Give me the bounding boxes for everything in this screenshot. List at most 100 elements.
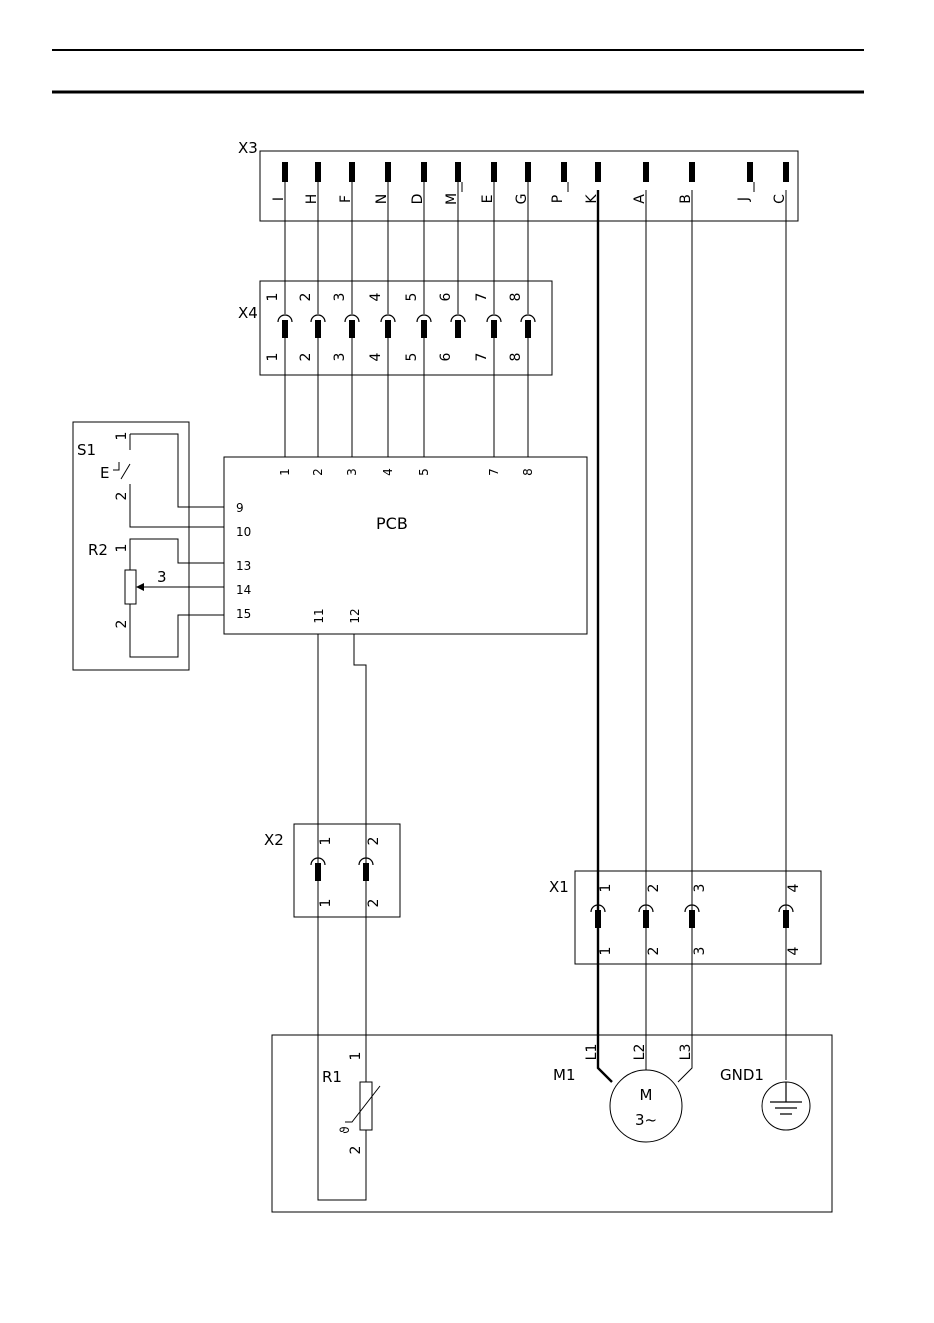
x4-pin-top-7: 7 [474, 293, 490, 302]
x4-pin-bottom-7: 7 [474, 353, 490, 362]
m1-motor-circle [610, 1070, 682, 1142]
connector-x2: X2 1 1 2 2 [264, 824, 400, 917]
x3-pin-k [595, 162, 601, 182]
x3-pin-label-p: P [550, 195, 566, 203]
r2-pin2: 2 [114, 620, 130, 629]
x4-pin-top-5: 5 [404, 293, 420, 302]
pcb-pin-8: 8 [521, 468, 535, 476]
x3-pin-j [747, 162, 753, 182]
pcb-pin-4: 4 [381, 468, 395, 476]
x2-1-pin [315, 863, 321, 881]
x1-4-pin [783, 910, 789, 928]
pcb-pin-9: 9 [236, 501, 244, 515]
x1-pin-bottom-1: 1 [598, 947, 614, 956]
x4-pin-bottom-6: 6 [438, 352, 454, 361]
x3-label: X3 [238, 139, 258, 157]
x4-7-pin [491, 320, 497, 338]
r2-resistor-body [125, 570, 136, 604]
x2-pin-bottom-1: 1 [318, 899, 334, 908]
x4-1-pin [282, 320, 288, 338]
x1-pin-top-1: 1 [598, 884, 614, 893]
x4-pin-bottom-2: 2 [298, 353, 314, 362]
x4-pin-bottom-5: 5 [404, 353, 420, 362]
x3-pin-n [385, 162, 391, 182]
x2-pin-top-2: 2 [366, 837, 382, 846]
m1-terminal-l2: L2 [632, 1044, 648, 1061]
x1-pin-top-4: 4 [786, 883, 802, 892]
x3-pin-a [643, 162, 649, 182]
x1-pin-top-3: 3 [692, 884, 708, 893]
pcb-pin-5: 5 [417, 468, 431, 476]
r1-pin1: 1 [348, 1052, 364, 1061]
x3-pin-f [349, 162, 355, 182]
x4-pin-bottom-3: 3 [332, 353, 348, 362]
x3-pin-i [282, 162, 288, 182]
x1-pin-top-2: 2 [646, 884, 662, 893]
x1-3-pin [689, 910, 695, 928]
m1-phase: 3~ [635, 1111, 657, 1129]
x3-pin-h [315, 162, 321, 182]
connector-x1: X1 1 1 2 2 3 3 4 4 [549, 871, 821, 964]
x3-pin-p [561, 162, 567, 182]
pcb-pin-13: 13 [236, 559, 251, 573]
x3-pin-e [491, 162, 497, 182]
pcb-pin-1: 1 [278, 468, 292, 476]
r2-wiper-label: 3 [157, 568, 167, 586]
x4-pin-bottom-1: 1 [265, 353, 281, 362]
x2-pin-bottom-2: 2 [366, 899, 382, 908]
s1-actuator: E [100, 464, 109, 482]
x2-pin-top-1: 1 [318, 837, 334, 846]
x3-pin-c [783, 162, 789, 182]
x1-pin-bottom-2: 2 [646, 947, 662, 956]
x3-pin-b [689, 162, 695, 182]
x3-pin-d [421, 162, 427, 182]
r1-resistor-body [360, 1082, 372, 1130]
x4-6-pin [455, 320, 461, 338]
gnd1-label: GND1 [720, 1066, 764, 1084]
pcb-pin-14: 14 [236, 583, 251, 597]
x4-5-pin [421, 320, 427, 338]
x2-label: X2 [264, 831, 284, 849]
x4-pin-top-1: 1 [265, 293, 281, 302]
x1-pin-bottom-3: 3 [692, 947, 708, 956]
x4-label: X4 [238, 304, 258, 322]
r1-pin2: 2 [348, 1146, 364, 1155]
x1-1-pin [595, 910, 601, 928]
m1-terminal-l1: L1 [584, 1044, 600, 1061]
s1-pin2: 2 [114, 492, 130, 501]
x3-pin-g [525, 162, 531, 182]
pcb-pin-12: 12 [348, 608, 362, 623]
pcb-pin-15: 15 [236, 607, 251, 621]
x1-label: X1 [549, 878, 569, 896]
s1-pin1: 1 [114, 432, 130, 441]
pcb-pin-11: 11 [312, 608, 326, 623]
x4-3-pin [349, 320, 355, 338]
r2-label: R2 [88, 541, 108, 559]
r2-wiper-arrow [136, 583, 144, 591]
r2-pin1: 1 [114, 544, 130, 553]
m1-symbol: M [640, 1086, 653, 1104]
x4-pin-top-3: 3 [332, 293, 348, 302]
m1-terminal-l3: L3 [678, 1044, 694, 1061]
s1-label: S1 [77, 441, 96, 459]
x1-2-pin [643, 910, 649, 928]
pcb-pin-2: 2 [311, 468, 325, 476]
x4-pin-bottom-8: 8 [508, 353, 524, 362]
x4-pin-top-4: 4 [368, 292, 384, 301]
x4-4-pin [385, 320, 391, 338]
wire-b-l3 [678, 190, 692, 1082]
load-box: R1 1 2 ϑ M1 L1 L2 L3 M 3~ GND1 [272, 1035, 832, 1212]
x4-pin-top-6: 6 [438, 292, 454, 301]
signal-wires [285, 182, 528, 457]
s1-switch-contact [113, 434, 224, 527]
x3-pin-label-j: J [736, 197, 752, 202]
pcb-pin-7: 7 [487, 468, 501, 476]
x1-pin-bottom-4: 4 [786, 946, 802, 955]
x3-pin-m [455, 162, 461, 182]
r1-temp-symbol: ϑ [338, 1126, 352, 1133]
r2-wiring [130, 539, 224, 657]
x4-8-pin [525, 320, 531, 338]
